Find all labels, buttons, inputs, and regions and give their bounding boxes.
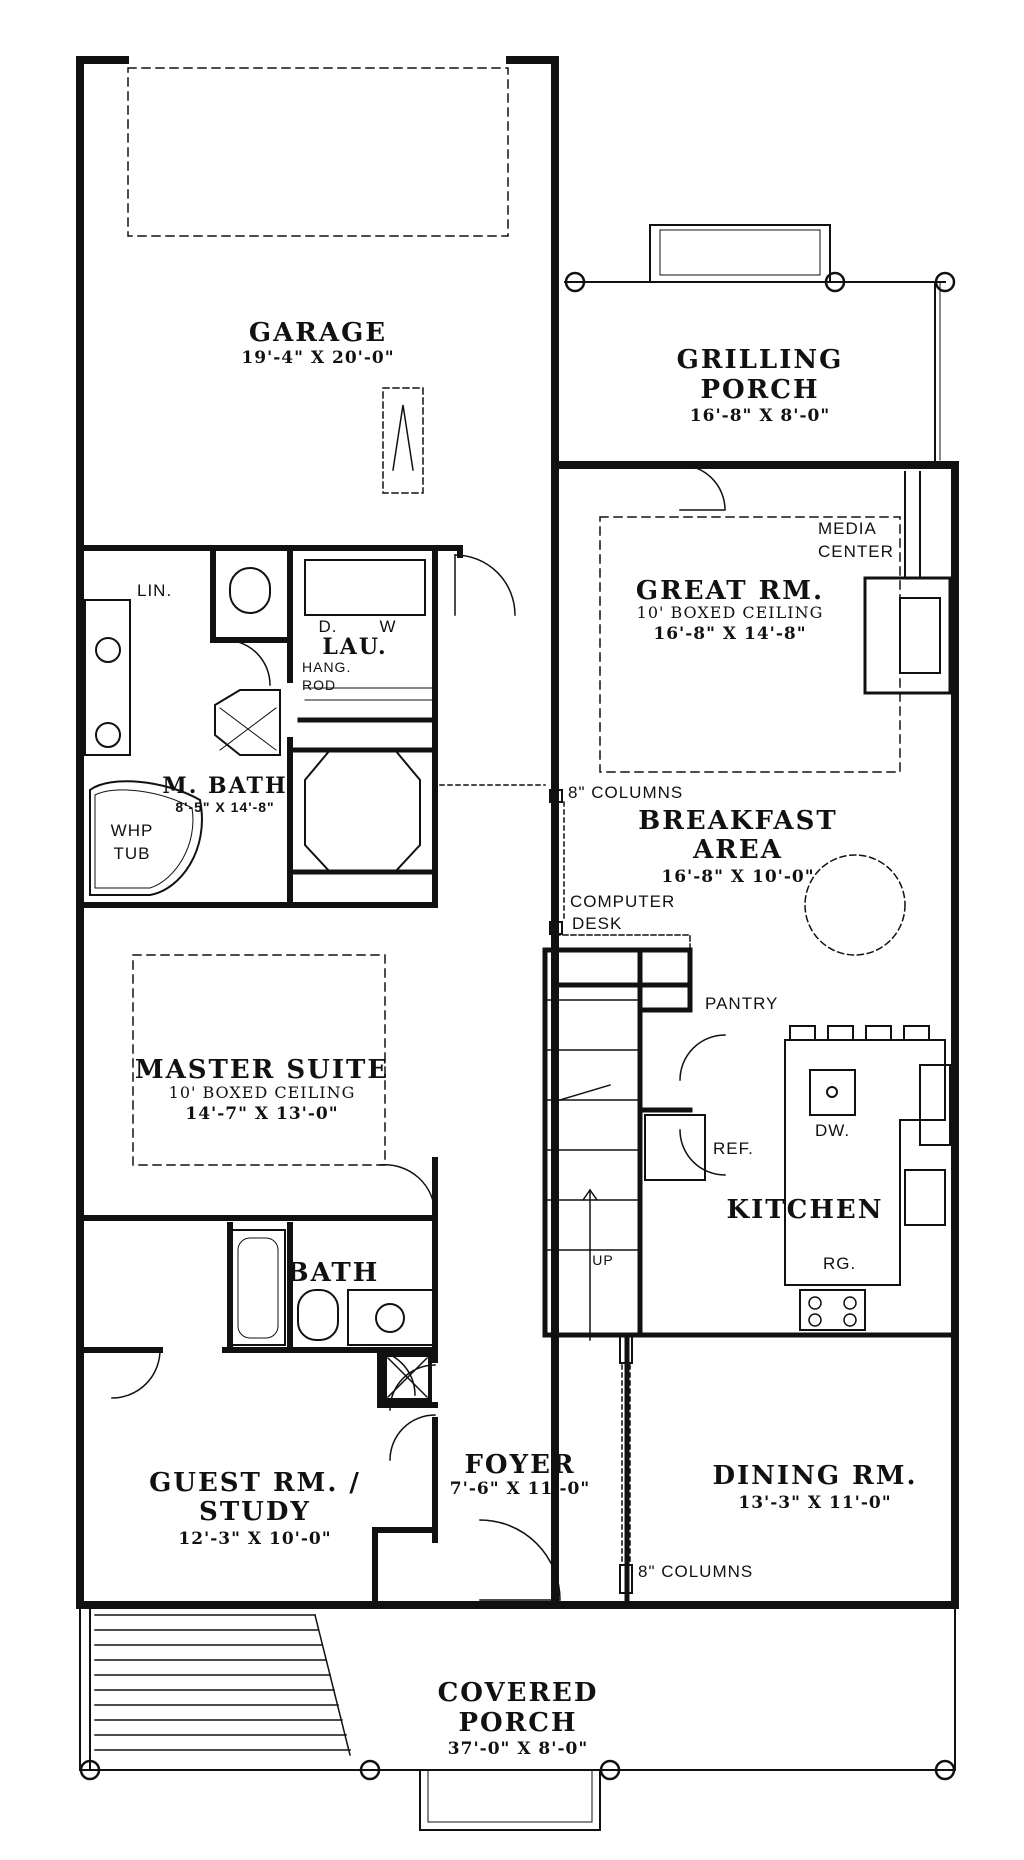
door-swings [111,464,726,1601]
fireplace [863,471,952,695]
master-bath-dim: 8'-5" X 14'-8" [175,799,275,815]
foyer-label: FOYER [464,1450,576,1480]
bath-label: BATH [286,1258,380,1288]
porch-column [359,1759,381,1781]
hvac-chase [383,1353,432,1402]
walk-in-closet [287,747,438,875]
laundry-d: D. [318,617,338,636]
linen-label: LIN. [137,581,173,600]
porch-column [934,271,956,293]
hang-rod-label-1: HANG. [302,659,352,675]
guest-room-dim: 12'-3" X 10'-0" [178,1529,332,1549]
porch-column [824,271,846,293]
covered-porch [79,1604,956,1831]
breakfast-label-1: BREAKFAST [638,806,838,836]
whp-tub-label-2: TUB [113,844,151,863]
master-suite-dim: 14'-7" X 13'-0" [185,1104,339,1124]
porch-column [564,271,586,293]
covered-porch-dim: 37'-0" X 8'-0" [447,1739,589,1759]
guest-room-label-1: GUEST RM. / [149,1468,361,1498]
stair-up-label: UP [592,1252,614,1268]
porch-column [599,1759,621,1781]
breakfast-label-2: AREA [693,835,783,865]
windows [78,463,957,1607]
grilling-porch-label-1: GRILLING [676,345,844,375]
media-center-label-2: CENTER [818,542,894,561]
porch-column [79,1759,101,1781]
breakfast-table [804,854,906,956]
great-room-ceiling-note: 10' BOXED CEILING [636,603,824,622]
media-center-label-1: MEDIA [818,519,877,538]
dining-room-label: DINING RM. [712,1461,918,1491]
dining-room-dim: 13'-3" X 11'-0" [738,1493,892,1513]
columns-top-label: 8" COLUMNS [568,783,684,802]
foyer-dim: 7'-6" X 11'-0" [449,1479,591,1499]
covered-porch-label-2: PORCH [458,1708,578,1738]
kitchen-label: KITCHEN [726,1195,884,1225]
porch-column [934,1759,956,1781]
porch-steps [94,1614,351,1756]
master-suite-ceiling [132,954,386,1166]
great-room-dim: 16'-8" X 14'-8" [653,624,807,644]
laundry-label: LAU. [322,634,388,660]
toilet-icon [229,567,271,614]
master-suite-label: MASTER SUITE [134,1055,390,1085]
ref-label: REF. [713,1139,754,1158]
computer-desk-label-1: COMPUTER [570,892,676,911]
rg-label: RG. [823,1254,857,1273]
dw-label: DW. [815,1121,851,1140]
breakfast-dim: 16'-8" X 10'-0" [661,867,815,887]
whirlpool-tub [89,780,203,896]
computer-desk-label-2: DESK [572,914,623,933]
range [799,1289,866,1331]
whp-tub-label-1: WHP [110,821,154,840]
hall-bath [229,1229,434,1346]
garage-walls [77,545,463,558]
grilling-porch [564,224,946,461]
lavatory-sinks [84,599,131,756]
garage-label: GARAGE [248,318,388,348]
garage-attic-stair [382,387,424,494]
covered-porch-label-1: COVERED [437,1678,599,1708]
master-bath-label: M. BATH [162,773,288,799]
great-room-label: GREAT RM. [635,576,825,606]
garage-dim: 19'-4" X 20'-0" [241,348,395,368]
pantry-label: PANTRY [705,994,779,1013]
grilling-porch-label-2: PORCH [700,375,820,405]
master-suite-ceiling-note: 10' BOXED CEILING [168,1083,356,1102]
shower [214,689,281,756]
staircase [542,947,643,1341]
laundry [297,559,438,723]
columns-bottom-label: 8" COLUMNS [638,1562,754,1581]
garage-door-outline [127,67,509,237]
refrigerator [644,1114,706,1181]
grilling-porch-dim: 16'-8" X 8'-0" [689,406,831,426]
kitchen-island [784,1025,946,1286]
kitchen-sink [904,1169,946,1226]
computer-desk [554,934,691,951]
guest-room-label-2: STUDY [199,1497,311,1527]
hang-rod-label-2: ROD [302,677,337,693]
laundry-w: W [379,617,397,636]
